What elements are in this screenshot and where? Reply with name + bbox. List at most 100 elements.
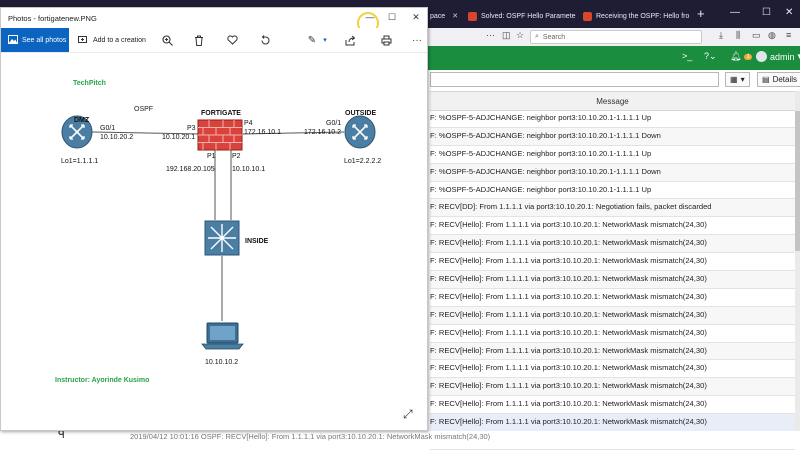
log-row[interactable]: F: RECV[Hello]: From 1.1.1.1 via port3:1… [430, 253, 795, 272]
fortigate-p4-ip: 172.16.10.1 [244, 129, 281, 136]
log-scrollbar[interactable] [795, 91, 800, 431]
tab-label: Receiving the OSPF: Hello fro [596, 12, 690, 20]
photos-toolbar: See all photos Add to a creation ✎ ▾ ··· [1, 28, 427, 53]
download-icon[interactable]: ⤓ [719, 30, 723, 40]
rotate-icon[interactable] [257, 32, 273, 48]
laptop-icon [201, 322, 244, 350]
outside-port: G0/1 [326, 120, 341, 127]
dmz-port: G0/1 [100, 125, 115, 132]
details-button[interactable]: ▤Details [757, 72, 800, 87]
fortigate-p2-ip: 10.10.10.1 [232, 166, 265, 173]
outside-name: OUTSIDE [345, 110, 376, 117]
library-icon[interactable]: ⫼ [736, 30, 741, 40]
log-row[interactable]: F: RECV[Hello]: From 1.1.1.1 via port3:1… [430, 378, 795, 397]
tab-label: pace [430, 12, 446, 20]
brand-label: TechPitch [73, 80, 106, 87]
fortigate-p1-ip: 192.168.20.105 [166, 166, 215, 173]
bookmark-icon[interactable]: ☆ [516, 30, 525, 40]
details-icon: ▤ [762, 75, 770, 84]
log-row[interactable]: F: RECV[Hello]: From 1.1.1.1 via port3:1… [430, 217, 795, 236]
log-row[interactable]: F: %OSPF-5-ADJCHANGE: neighbor port3:10.… [430, 127, 795, 146]
edit-icon[interactable]: ✎ [307, 34, 317, 46]
maximize-button[interactable]: ☐ [387, 12, 397, 22]
log-row[interactable]: F: RECV[Hello]: From 1.1.1.1 via port3:1… [430, 289, 795, 307]
log-row[interactable]: F: RECV[Hello]: From 1.1.1.1 via port3:1… [430, 360, 795, 379]
menu-icon[interactable]: ≡ [786, 30, 792, 40]
browser-tab[interactable]: Receiving the OSPF: Hello fro✕ [583, 4, 695, 28]
log-row[interactable]: F: %OSPF-5-ADJCHANGE: neighbor port3:10.… [430, 110, 795, 128]
outside-loopback: Lo1=2.2.2.2 [344, 158, 381, 165]
partial-log-row: 2019/04/12 10:01:16 OSPF: RECV[Hello]: F… [130, 432, 491, 441]
log-row[interactable]: F: RECV[Hello]: From 1.1.1.1 via port3:1… [430, 271, 795, 289]
log-table: F: %OSPF-5-ADJCHANGE: neighbor port3:10.… [430, 110, 795, 450]
window-title: Photos - fortigatenew.PNG [8, 14, 97, 23]
chevron-down-icon[interactable]: ▾ [323, 37, 327, 44]
print-icon[interactable] [378, 32, 394, 48]
network-diagram: TechPitch OSPF DMZ G0/1 10.10.20.2 Lo1=1… [55, 80, 381, 384]
add-creation-label: Add to a creation [93, 36, 146, 44]
fortigate-p1: P1 [207, 153, 216, 160]
sidebar-icon[interactable]: ▭ [752, 30, 761, 40]
pocket-icon[interactable]: ◫ [502, 30, 511, 40]
log-row[interactable]: F: %OSPF-5-ADJCHANGE: neighbor port3:10.… [430, 146, 795, 164]
details-label: Details [772, 75, 798, 84]
log-row[interactable]: F: %OSPF-5-ADJCHANGE: neighbor port3:10.… [430, 163, 795, 182]
more-icon[interactable]: ··· [412, 34, 422, 46]
log-row[interactable]: F: RECV[DD]: From 1.1.1.1 via port3:10.1… [430, 199, 795, 218]
see-all-photos-button[interactable]: See all photos [1, 28, 69, 52]
avatar [756, 51, 767, 62]
browser-tab[interactable]: Solved: OSPF Hello Paramete✕ [468, 4, 578, 28]
new-tab-icon[interactable]: + [697, 6, 705, 21]
alert-badge: 1 [744, 53, 752, 60]
column-header-label: Message [596, 96, 629, 106]
notifications-button[interactable]: 🔔︎1 [730, 51, 752, 62]
share-icon[interactable] [342, 32, 358, 48]
dmz-loopback: Lo1=1.1.1.1 [61, 158, 98, 165]
scroll-thumb[interactable] [795, 111, 800, 251]
log-row[interactable]: F: RECV[Hello]: From 1.1.1.1 via port3:1… [430, 414, 795, 433]
log-row[interactable]: F: RECV[Hello]: From 1.1.1.1 via port3:1… [430, 306, 795, 325]
fortigate-p3: P3 [187, 125, 196, 132]
dmz-name: DMZ [74, 117, 90, 124]
fortigate-firewall-icon [197, 119, 243, 151]
minimize-icon[interactable]: — [730, 7, 740, 18]
bell-icon: 🔔︎ [730, 51, 742, 61]
extension-icon[interactable]: ◍ [768, 30, 776, 40]
log-row[interactable]: F: RECV[Hello]: From 1.1.1.1 via port3:1… [430, 396, 795, 415]
view-options-button[interactable]: ▦▾ [725, 72, 750, 87]
see-all-label: See all photos [22, 36, 67, 44]
favorite-icon[interactable] [224, 32, 240, 48]
more-icon[interactable]: ··· [486, 30, 495, 40]
add-to-creation-button[interactable]: Add to a creation [78, 28, 146, 52]
outside-router-icon [344, 115, 376, 149]
link-dmz-fortigate [91, 131, 202, 135]
log-filter-input[interactable] [430, 72, 719, 87]
zoom-icon[interactable] [159, 32, 175, 48]
browser-tab[interactable]: pace ✕ [430, 4, 458, 28]
log-row[interactable]: F: %OSPF-5-ADJCHANGE: neighbor port3:10.… [430, 182, 795, 200]
outside-ip: 172.16.10.2 [304, 129, 341, 136]
inside-name: INSIDE [245, 238, 269, 245]
search-input[interactable]: ⌕Search [530, 30, 702, 44]
log-row[interactable]: F: RECV[Hello]: From 1.1.1.1 via port3:1… [430, 325, 795, 343]
log-row[interactable]: F: RECV[Hello]: From 1.1.1.1 via port3:1… [430, 342, 795, 361]
photos-window: Photos - fortigatenew.PNG — ☐ ✕ See all … [0, 7, 428, 431]
chevron-down-icon: ▾ [740, 75, 745, 84]
maximize-icon[interactable]: ☐ [762, 7, 771, 18]
close-icon[interactable]: ✕ [785, 7, 794, 18]
dmz-router-icon [61, 115, 93, 149]
chevron-down-icon: ▾ [797, 51, 800, 61]
admin-menu[interactable]: admin▾ [756, 51, 800, 62]
close-button[interactable]: ✕ [412, 12, 420, 22]
help-icon[interactable]: ?⌄ [704, 51, 717, 61]
tab-label: Solved: OSPF Hello Paramete [481, 12, 576, 20]
dmz-ip: 10.10.20.2 [100, 134, 133, 141]
status-strip [0, 431, 800, 445]
fullscreen-icon[interactable]: ⤢ [403, 407, 413, 421]
log-row[interactable]: F: RECV[Hello]: From 1.1.1.1 via port3:1… [430, 235, 795, 254]
delete-icon[interactable] [191, 32, 207, 48]
message-column-header[interactable]: Message [430, 91, 795, 111]
cli-icon[interactable]: >_ [682, 51, 693, 61]
close-tab-icon[interactable]: ✕ [452, 13, 459, 20]
favicon-icon [583, 11, 592, 21]
